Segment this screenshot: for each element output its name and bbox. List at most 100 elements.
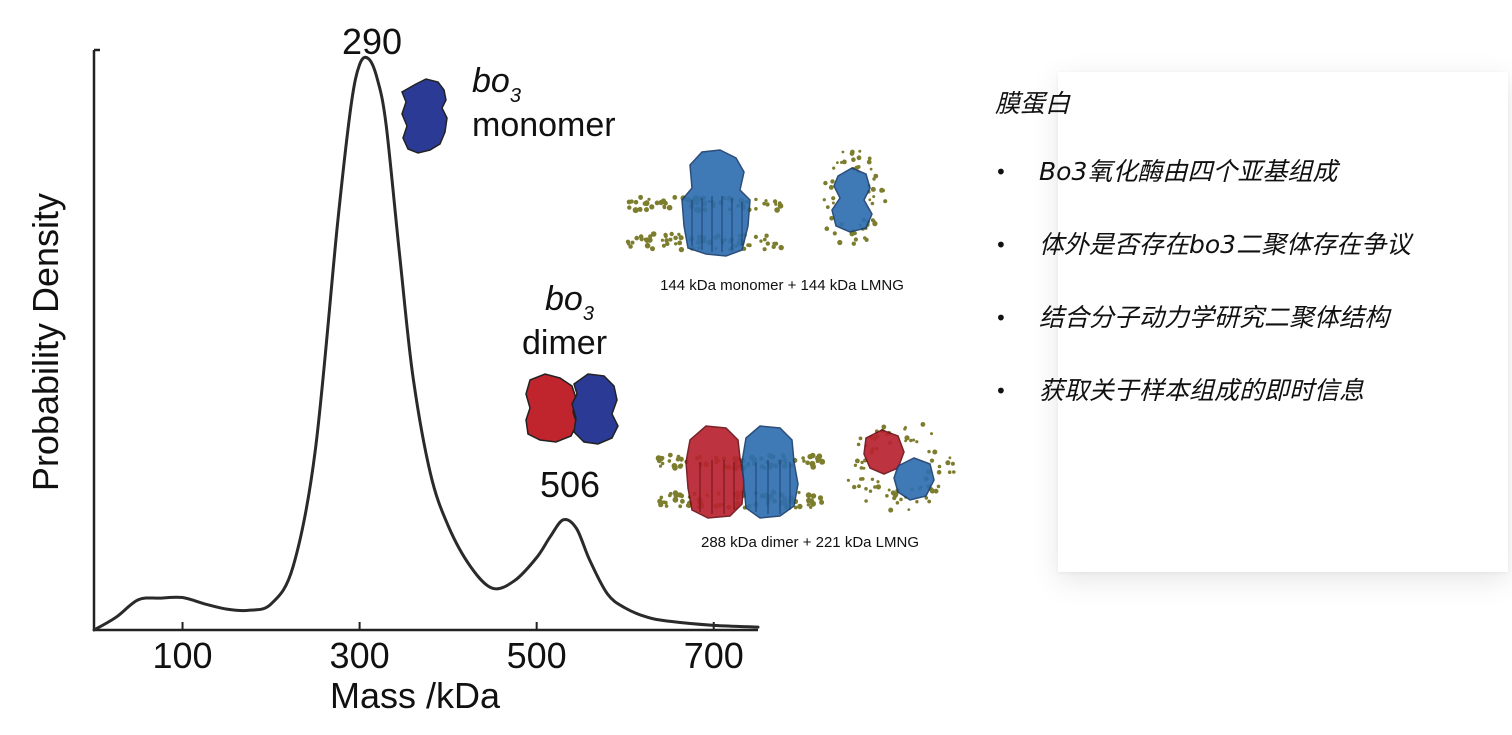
dimer-protein-top-blue-icon (893, 457, 935, 501)
x-tick-label: 500 (507, 635, 567, 676)
lipid-dot (678, 246, 685, 253)
lipid-dot (627, 205, 632, 210)
bullet-icon: • (995, 306, 1007, 330)
lipid-dot (857, 484, 861, 489)
lipid-dot (849, 231, 855, 237)
lipid-dot (872, 221, 878, 227)
lipid-dot (668, 237, 673, 242)
lipid-dot (858, 149, 862, 153)
x-tick-label: 700 (684, 635, 744, 676)
lipid-dot (859, 477, 863, 481)
lipid-dot (831, 201, 835, 205)
lipid-dot (867, 156, 872, 161)
y-axis-label: Probability Density (25, 193, 66, 491)
lipid-dot (660, 461, 665, 466)
lipid-dot (881, 188, 885, 193)
lipid-dot (927, 499, 932, 504)
lipid-dot (887, 488, 891, 492)
lipid-dot (929, 458, 935, 463)
lipid-dot (638, 208, 643, 212)
lipid-dot (924, 496, 929, 500)
x-tick-labels: 100 300 500 700 (152, 635, 743, 676)
lipid-dot (856, 442, 861, 447)
lipid-dot (680, 498, 685, 504)
lipid-dot (830, 179, 835, 184)
lipid-dot (754, 197, 758, 202)
lipid-dot (872, 195, 876, 199)
dimer-annotation: bo3 (545, 280, 594, 325)
lipid-dot (890, 490, 896, 496)
lipid-dot (870, 477, 875, 481)
lipid-dot (672, 496, 679, 503)
lipid-dot (774, 202, 778, 206)
lipid-dot (864, 487, 868, 491)
lipid-dot (807, 454, 813, 460)
dimer-blob-red-icon (525, 373, 578, 443)
lipid-dot (915, 440, 919, 444)
lipid-dot (677, 240, 683, 246)
lipid-dot (774, 207, 780, 213)
lipid-dot (885, 494, 889, 498)
lipid-dot (673, 235, 678, 241)
monomer-blob-icon (401, 78, 448, 154)
lipid-dot (628, 244, 633, 249)
bullet-text: 获取关于样本组成的即时信息 (1039, 376, 1365, 405)
notes-card (1058, 72, 1508, 572)
lipid-dot (678, 504, 683, 509)
x-tick-label: 100 (152, 635, 212, 676)
lipid-dot (753, 234, 759, 239)
x-tick-label: 300 (330, 635, 390, 676)
lipid-dot (772, 241, 776, 246)
lipid-dot (647, 197, 651, 201)
lipid-dot (868, 198, 872, 202)
lipid-dot (772, 199, 778, 204)
lipid-dot (765, 241, 770, 246)
lipid-dot (907, 508, 911, 511)
lipid-dot (801, 456, 805, 460)
lipid-dot (660, 238, 665, 242)
lipid-dot (904, 426, 907, 429)
lipid-dot (661, 243, 666, 248)
lipid-dot (855, 459, 859, 463)
lipid-dot (863, 236, 867, 240)
lipid-dot (851, 157, 856, 162)
lipid-dot (666, 204, 673, 211)
lipid-dot (899, 497, 903, 502)
lipid-dot (853, 463, 858, 467)
lipid-dot (663, 233, 668, 239)
lipid-dot (851, 241, 856, 246)
lipid-dot (840, 161, 843, 164)
lipid-dot (797, 503, 803, 510)
lipid-dot (644, 207, 649, 213)
lipid-dot (672, 465, 678, 471)
monomer-structure-caption: 144 kDa monomer + 144 kDa LMNG (660, 277, 904, 294)
peak-label-monomer: 290 (342, 21, 402, 62)
lipid-dot (678, 456, 684, 462)
lipid-dot (662, 500, 666, 505)
lipid-dot (854, 165, 860, 170)
lipid-dot (809, 505, 813, 509)
lipid-dot (831, 196, 836, 201)
lipid-dot (881, 424, 887, 430)
lipid-dot (642, 201, 647, 206)
dimer-protein-red-icon (685, 425, 745, 519)
lipid-dot (662, 205, 667, 210)
lipid-dot (927, 449, 931, 454)
lipid-dot (947, 470, 952, 475)
monomer-annotation-subscript: 3 (510, 85, 521, 107)
lipid-dot (644, 242, 651, 249)
lipid-dot (825, 205, 830, 210)
notes-title: 膜蛋白 (995, 89, 1071, 118)
lipid-dot (936, 484, 941, 489)
monomer-protein-top-icon (831, 167, 873, 233)
x-axis-label: Mass /kDa (330, 675, 501, 716)
dimer-blob-blue-icon (571, 373, 619, 445)
lipid-dot (677, 492, 683, 498)
lipid-dot (806, 503, 811, 507)
lipid-dot (930, 432, 933, 436)
lipid-dot (764, 233, 769, 238)
lipid-dot (632, 207, 639, 214)
lipid-dot (668, 491, 673, 496)
monomer-annotation-italic: bo (472, 62, 510, 100)
